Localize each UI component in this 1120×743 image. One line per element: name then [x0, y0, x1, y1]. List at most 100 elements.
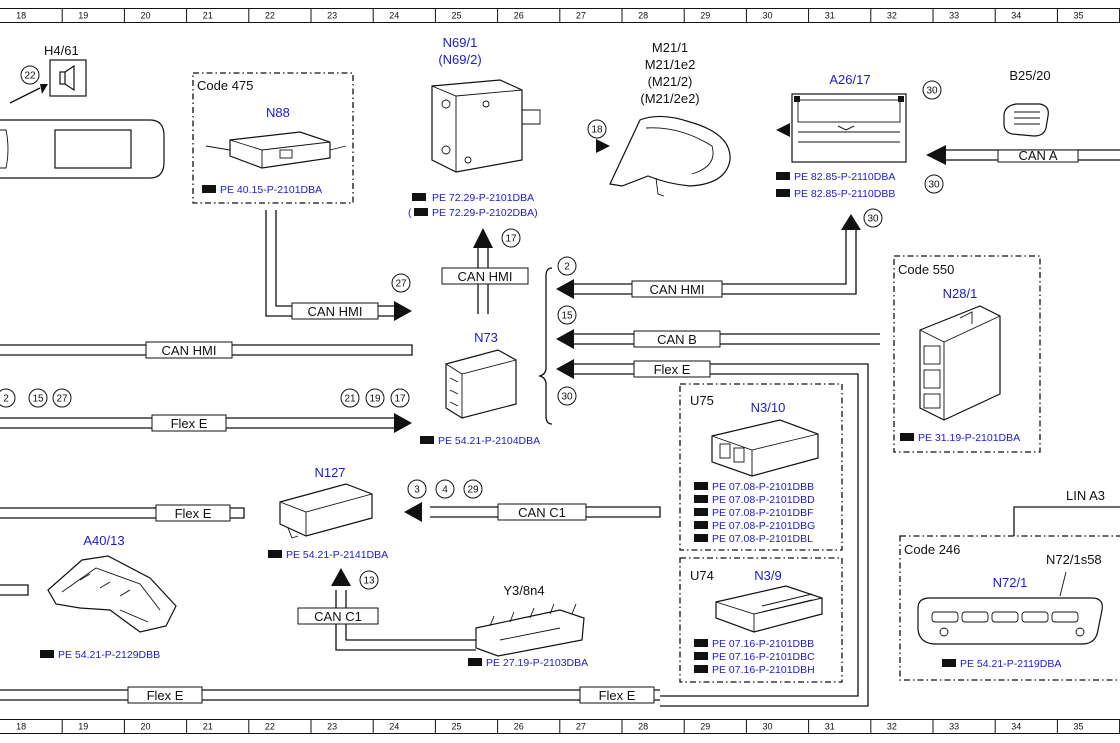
bus-label-can-b: CAN B: [633, 330, 721, 348]
ref-n127[interactable]: PE 54.21-P-2141DBA: [268, 549, 388, 561]
ref-u75-4-text[interactable]: PE 07.08-P-2101DBL: [712, 533, 813, 545]
n127-label: N127: [314, 465, 345, 480]
ref-n72-1[interactable]: PE 54.21-P-2119DBA: [942, 658, 1061, 670]
ruler-tick-label: 23: [327, 11, 337, 21]
arrow-can-c1-up: [331, 568, 351, 586]
ref-n127-text[interactable]: PE 54.21-P-2141DBA: [286, 549, 388, 561]
arrow-junction-1: [556, 279, 574, 299]
ruler-tick-label: 27: [576, 11, 586, 21]
ref-n28-1-text[interactable]: PE 31.19-P-2101DBA: [918, 432, 1020, 444]
n73-module: [445, 349, 517, 419]
h4-61-speaker: [49, 59, 87, 97]
a40-13-stub: [0, 584, 29, 596]
flex-e-wire-bottom: [0, 689, 660, 701]
doc-ref-icon: [420, 436, 434, 444]
ref-u74-2[interactable]: PE 07.16-P-2101DBH: [694, 664, 815, 676]
marker-2-left-text: 2: [3, 394, 9, 405]
marker-30-a26-text: 30: [867, 214, 879, 225]
bus-text-can-c1-u75: CAN C1: [518, 505, 566, 520]
doc-ref-icon: [468, 658, 482, 666]
bus-text-lin-a3: LIN A3: [1066, 488, 1105, 503]
ref-u75-3-text[interactable]: PE 07.08-P-2101DBG: [712, 520, 815, 532]
ref-n69-2[interactable]: ( PE 72.29-P-2102DBA): [408, 207, 538, 219]
ruler-tick-label: 33: [949, 722, 959, 732]
doc-ref-icon: [412, 193, 426, 201]
marker-29-text: 29: [467, 485, 479, 496]
ref-a26-17-1[interactable]: PE 82.85-P-2110DBA: [776, 171, 895, 183]
ref-a40-13[interactable]: PE 54.21-P-2129DBB: [40, 649, 160, 661]
marker-17-text: 17: [394, 394, 406, 405]
n72-1-label: N72/1: [993, 575, 1028, 590]
ref-a26-17-2[interactable]: PE 82.85-P-2110DBB: [776, 188, 895, 200]
n69-2-label: (N69/2): [438, 52, 481, 67]
can-b-wire: [568, 333, 880, 345]
code-550-box: [893, 255, 1041, 453]
ruler-tick-label: 34: [1011, 722, 1021, 732]
marker-30-mid: 30: [924, 174, 944, 194]
arrow-flex-e-n73: [394, 413, 412, 433]
ref-u75-4[interactable]: PE 07.08-P-2101DBL: [694, 533, 813, 545]
ref-n72-1-text[interactable]: PE 54.21-P-2119DBA: [960, 658, 1061, 670]
ref-n69-1[interactable]: PE 72.29-P-2101DBA: [412, 192, 534, 204]
doc-ref-icon: [268, 550, 282, 558]
ref-y3-8n4-text[interactable]: PE 27.19-P-2103DBA: [486, 657, 588, 669]
doc-ref-icon: [694, 639, 708, 647]
bus-text-flex-e-bottom-right: Flex E: [599, 688, 636, 703]
code-475-box: [192, 72, 354, 204]
ruler-tick-label: 24: [389, 722, 399, 732]
marker-17-top-text: 17: [505, 234, 517, 245]
m21-1e2-label: M21/1e2: [645, 57, 696, 72]
ref-u74-0-text[interactable]: PE 07.16-P-2101DBB: [712, 638, 814, 650]
marker-30-top: 30: [922, 80, 942, 100]
lin-a3-wire: [1013, 506, 1120, 536]
ref-u74-2-text[interactable]: PE 07.16-P-2101DBH: [712, 664, 815, 676]
doc-ref-icon: [694, 665, 708, 673]
ref-n69-1-text[interactable]: PE 72.29-P-2101DBA: [432, 192, 534, 204]
ref-u74-list: PE 07.16-P-2101DBB PE 07.16-P-2101DBC PE…: [694, 638, 815, 676]
ref-u75-0-text[interactable]: PE 07.08-P-2101DBB: [712, 481, 814, 493]
ref-n73[interactable]: PE 54.21-P-2104DBA: [420, 435, 540, 447]
ref-u75-1[interactable]: PE 07.08-P-2101DBD: [694, 494, 815, 506]
ref-u75-3[interactable]: PE 07.08-P-2101DBG: [694, 520, 815, 532]
ref-n88[interactable]: PE 40.15-P-2101DBA: [202, 184, 322, 196]
bus-label-can-a: CAN A: [997, 148, 1079, 163]
ref-u74-1[interactable]: PE 07.16-P-2101DBC: [694, 651, 815, 663]
doc-ref-icon: [694, 521, 708, 529]
ruler-tick-label: 28: [638, 722, 648, 732]
ref-u74-1-text[interactable]: PE 07.16-P-2101DBC: [712, 651, 815, 663]
ruler-tick-label: 24: [389, 11, 399, 21]
arrow-can-hmi-n73: [394, 301, 412, 321]
n73-label: N73: [474, 330, 498, 345]
arrow-can-hmi-a26: [841, 214, 861, 230]
bus-label-can-hmi-n69: CAN HMI: [441, 267, 529, 285]
marker-2-text: 2: [564, 262, 570, 273]
arrow-can-a: [926, 145, 946, 165]
marker-3: 3: [407, 479, 427, 499]
bus-text-can-hmi-n69: CAN HMI: [458, 269, 513, 284]
bus-text-can-b: CAN B: [657, 332, 697, 347]
ref-a26-17-1-text[interactable]: PE 82.85-P-2110DBA: [794, 171, 895, 183]
ref-n73-text[interactable]: PE 54.21-P-2104DBA: [438, 435, 540, 447]
ref-y3-8n4[interactable]: PE 27.19-P-2103DBA: [468, 657, 588, 669]
n28-1-label: N28/1: [943, 286, 978, 301]
marker-18: 18: [587, 119, 607, 139]
arrow-can-hmi-up: [473, 228, 493, 248]
n72-1-control-panel: [917, 571, 1103, 645]
ref-a40-13-text[interactable]: PE 54.21-P-2129DBB: [58, 649, 160, 661]
junction-brace: [537, 267, 553, 425]
ref-u74-0[interactable]: PE 07.16-P-2101DBB: [694, 638, 814, 650]
ref-u75-0[interactable]: PE 07.08-P-2101DBB: [694, 481, 814, 493]
code-246-box: [899, 535, 1120, 681]
ref-n69-2-text[interactable]: PE 72.29-P-2102DBA): [432, 207, 538, 219]
h4-61-arrow-line: [9, 87, 41, 104]
ref-u75-2[interactable]: PE 07.08-P-2101DBF: [694, 507, 814, 519]
ref-a26-17-2-text[interactable]: PE 82.85-P-2110DBB: [794, 188, 895, 200]
arrow-junction-2: [556, 329, 574, 349]
ref-u75-1-text[interactable]: PE 07.08-P-2101DBD: [712, 494, 815, 506]
ref-u75-2-text[interactable]: PE 07.08-P-2101DBF: [712, 507, 814, 519]
bus-text-can-hmi-a26: CAN HMI: [650, 282, 705, 297]
ref-n88-text[interactable]: PE 40.15-P-2101DBA: [220, 184, 322, 196]
bus-text-can-hmi-n88: CAN HMI: [308, 304, 363, 319]
ref-n28-1[interactable]: PE 31.19-P-2101DBA: [900, 432, 1020, 444]
ruler-tick-label: 19: [78, 11, 88, 21]
